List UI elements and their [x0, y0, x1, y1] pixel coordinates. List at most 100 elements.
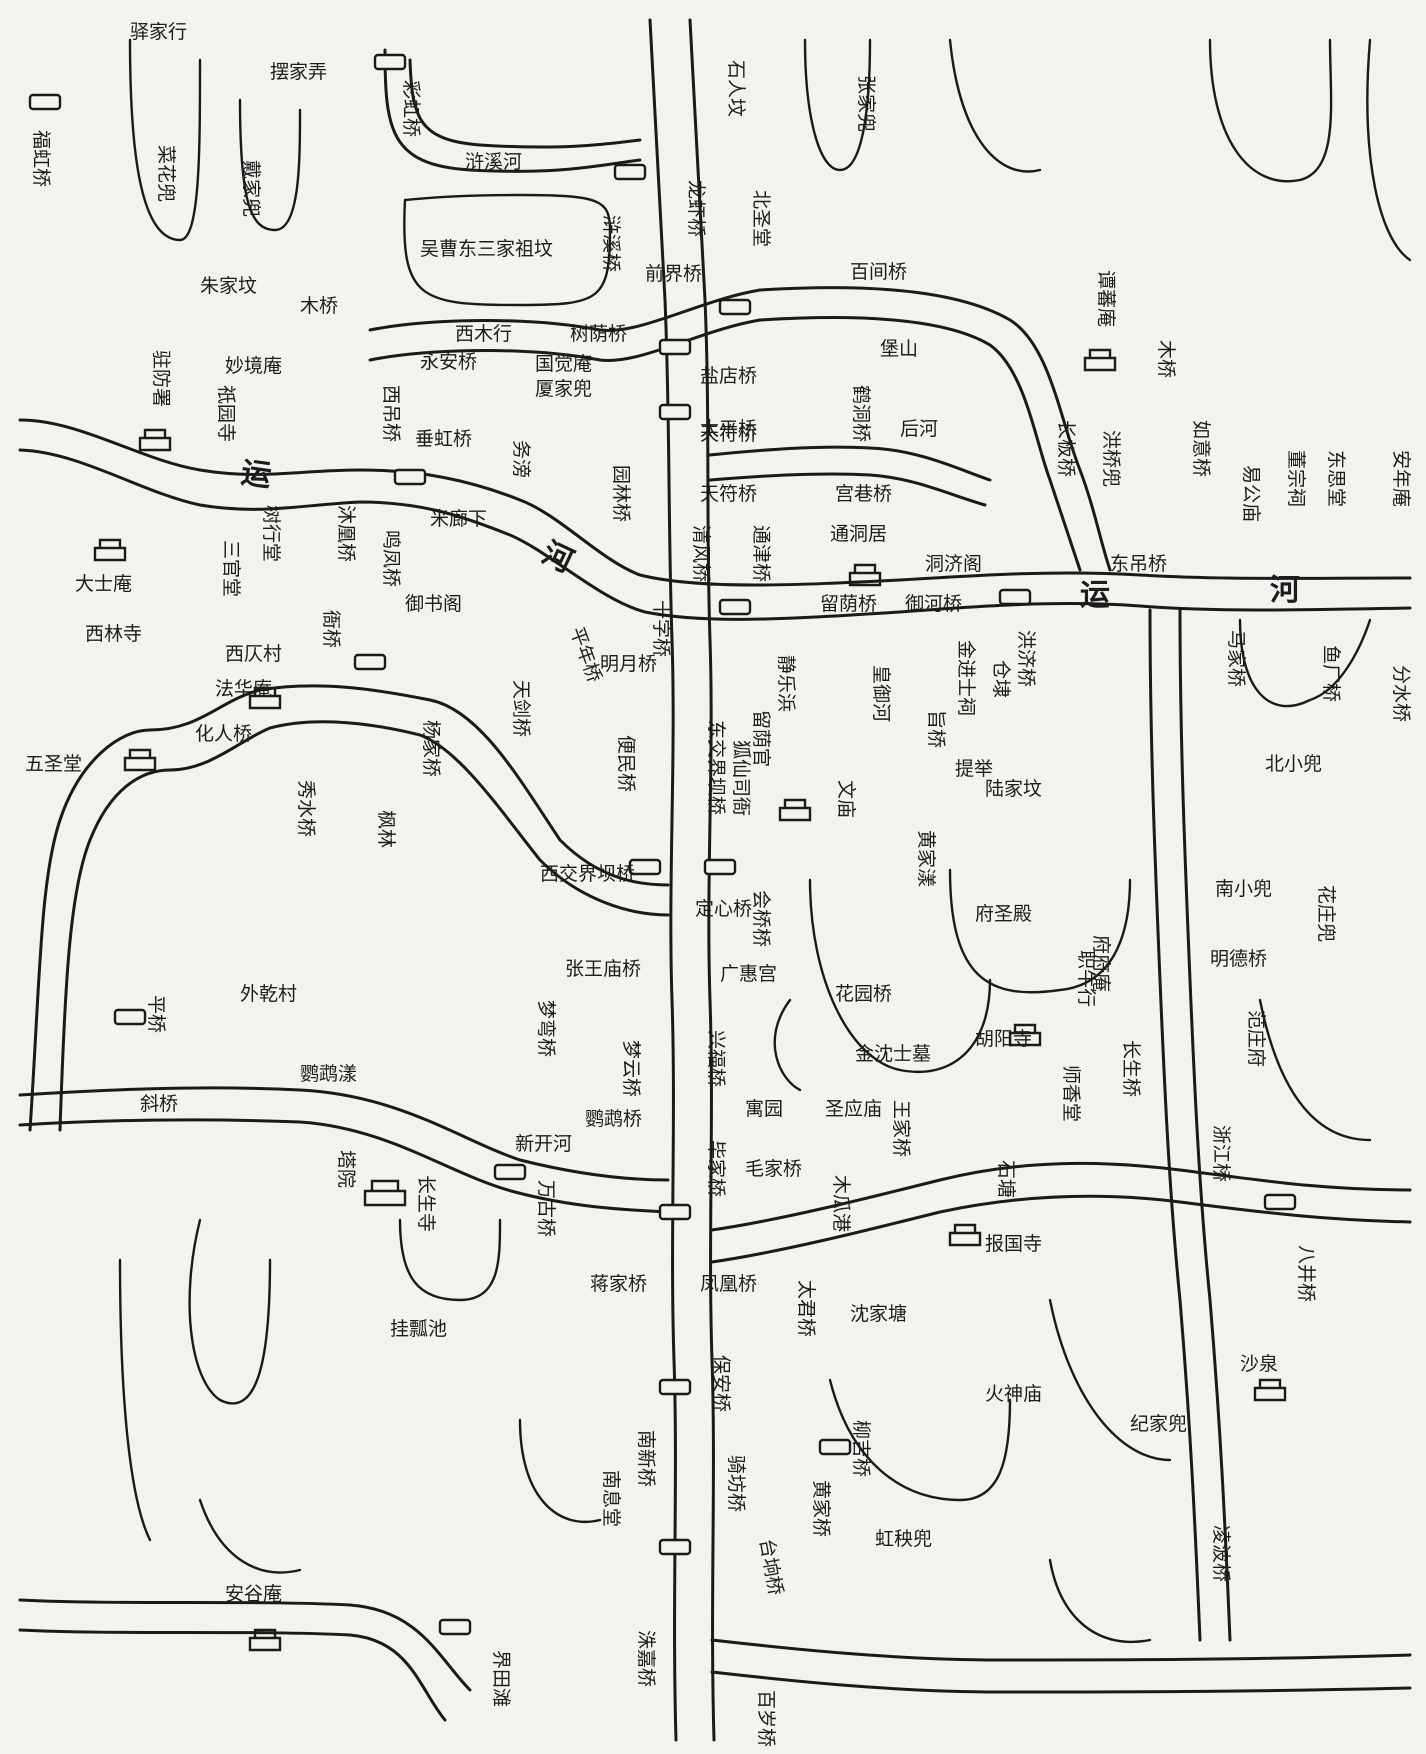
label: 毕家桥 — [705, 1140, 727, 1197]
huxi-canal-south-bank — [408, 58, 642, 149]
label: 张家兜 — [855, 75, 877, 132]
label: 沙泉 — [1240, 1353, 1278, 1375]
label: 骑坊桥 — [725, 1455, 747, 1512]
label: 寓园 — [745, 1098, 783, 1120]
east-cross-canal-north — [710, 1161, 1412, 1232]
label: 狐仙司衙 — [730, 740, 752, 816]
label: 浙江桥 — [1210, 1125, 1232, 1182]
label: 西交界坝桥 — [540, 863, 635, 885]
label: 衙桥 — [320, 610, 342, 648]
label: 外乾村 — [240, 983, 297, 1005]
label: 宫巷桥 — [835, 483, 892, 505]
label: 洪桥兜 — [1100, 430, 1122, 487]
label: 妙境庵 — [225, 355, 282, 377]
label: 法华庵 — [215, 678, 272, 700]
xinkai-river-north-bank — [18, 1086, 670, 1182]
label: 安谷庵 — [225, 1583, 282, 1605]
label: 花庄兜 — [1315, 885, 1337, 942]
xinkai-river-south-bank — [18, 1118, 670, 1214]
bridges — [28, 53, 1297, 1636]
huxi-canal-north-bank — [383, 48, 642, 173]
inlet-north-1 — [128, 38, 202, 242]
label: 洙嘉桥 — [635, 1630, 657, 1687]
label: 驿家行 — [130, 21, 187, 43]
label: 新开河 — [515, 1133, 572, 1155]
bridge-marker — [658, 338, 692, 356]
label: 提举 — [955, 758, 993, 780]
bridge-marker — [658, 1203, 692, 1221]
inlet-north-5 — [1208, 38, 1333, 183]
label: 斜桥 — [140, 1093, 178, 1115]
label: 师香堂 — [1060, 1065, 1082, 1122]
label: 柳吉桥 — [850, 1420, 872, 1477]
upper-ring-canal-outer — [368, 286, 1112, 572]
label: 广惠宫 — [720, 963, 777, 985]
label: 南小兜 — [1215, 878, 1272, 900]
grand-canal-south-bank — [18, 448, 1412, 621]
canal-char-4: 河 — [1270, 573, 1300, 608]
bay-east-3 — [1048, 1298, 1172, 1462]
bay-mid-3 — [773, 998, 802, 1092]
bridge-marker — [613, 163, 647, 181]
bay-west-1 — [188, 1218, 272, 1405]
label: 金进士祠 — [955, 640, 977, 716]
temple-icon — [138, 428, 172, 452]
label: 西木行 — [455, 323, 512, 345]
bay-south-1 — [198, 1498, 302, 1574]
label: 兴福桥 — [705, 1030, 727, 1087]
label: 谭蕃庵 — [1095, 270, 1117, 327]
bay-east-1 — [1238, 618, 1372, 708]
south-outer-canal-south — [18, 1628, 447, 1722]
label: 清风桥 — [690, 525, 712, 582]
label: 国觉庵 — [535, 353, 592, 375]
bay-west-2 — [398, 1218, 502, 1302]
label: 平桥 — [145, 995, 167, 1033]
label: 黄家桥 — [810, 1480, 832, 1537]
bay-south-3 — [828, 1378, 1012, 1502]
label: 树荫桥 — [570, 323, 627, 345]
label: 百间桥 — [850, 261, 907, 283]
rear-river-south-bank — [708, 472, 987, 507]
label: 挂瓢池 — [390, 1318, 447, 1340]
south-east-canal-north — [710, 1638, 1412, 1662]
western-loop-outer — [28, 684, 670, 1132]
bridge-marker — [658, 1538, 692, 1556]
bridge-marker — [703, 858, 737, 876]
label: 凤凰桥 — [700, 1273, 757, 1295]
label: 梦云桥 — [620, 1040, 642, 1097]
bridge-marker — [28, 93, 62, 111]
label: 蒋家桥 — [590, 1273, 647, 1295]
label: 秀水桥 — [295, 780, 317, 837]
grand-canal-north-bank — [18, 418, 1412, 587]
label: 明德桥 — [1210, 948, 1267, 970]
label: 万古桥 — [535, 1180, 557, 1237]
bay-east-2 — [1258, 998, 1372, 1142]
inlet-north-3 — [803, 38, 872, 172]
label: 南新桥 — [635, 1430, 657, 1487]
label: 通洞居 — [830, 523, 887, 545]
bridge-marker — [438, 1618, 472, 1636]
pond-block-1 — [403, 193, 612, 307]
label: 安年庵 — [1390, 450, 1412, 507]
label: 朱家坟 — [200, 275, 257, 297]
label: 南息堂 — [600, 1470, 622, 1527]
bay-mid-1 — [808, 878, 992, 1074]
label: 三官堂 — [220, 540, 242, 597]
label: 仓埭 — [990, 660, 1012, 698]
label: 鱼厂桥 — [1320, 645, 1342, 702]
label: 垂虹桥 — [415, 428, 472, 450]
label: 便民桥 — [615, 735, 637, 792]
label: 陆家坟 — [985, 778, 1042, 800]
label: 塔院 — [335, 1150, 357, 1188]
temple-icon — [948, 1223, 982, 1247]
label: 浒溪河 — [465, 151, 522, 173]
inlet-north-4 — [948, 38, 1042, 173]
inlet-north-2 — [238, 98, 302, 232]
label: 报国寺 — [985, 1233, 1042, 1255]
temple-icon — [1083, 348, 1117, 372]
label: 长生桥 — [1120, 1040, 1142, 1097]
east-vertical-canal-east — [1178, 608, 1232, 1642]
label: 长生寺 — [415, 1175, 437, 1232]
label: 东交界坝桥 — [705, 720, 727, 815]
